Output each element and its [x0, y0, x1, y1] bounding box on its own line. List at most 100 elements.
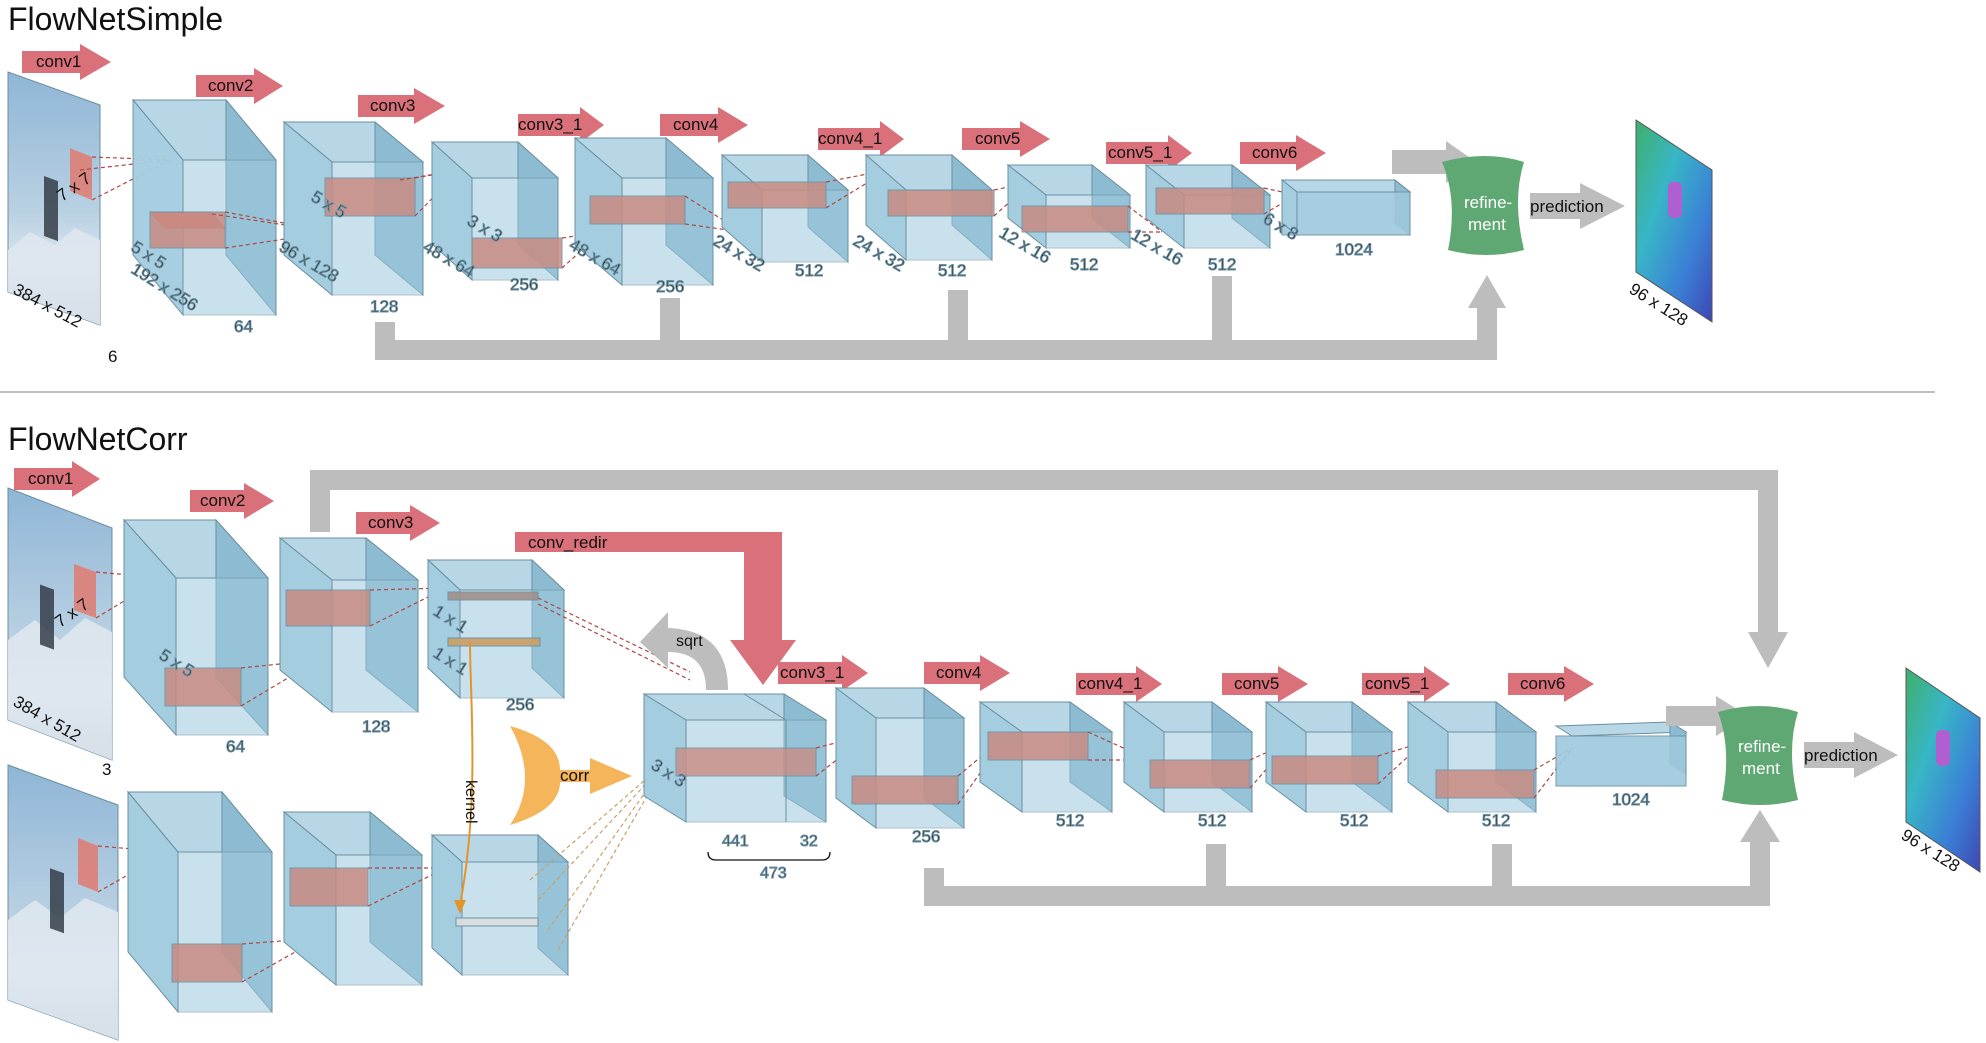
svg-text:corr: corr [560, 766, 590, 785]
corr-arrow-conv3-1: conv3_1 [778, 655, 868, 691]
svg-text:conv5: conv5 [1234, 674, 1279, 693]
svg-text:512: 512 [938, 261, 966, 280]
svg-text:ment: ment [1468, 215, 1506, 234]
corr-cube-conv3-top: 128 [278, 536, 447, 737]
simple-arrow-conv4-1: conv4_1 [818, 121, 904, 157]
svg-text:conv3_1: conv3_1 [780, 663, 844, 682]
corr-cube-conv3-bottom-2 [430, 759, 669, 977]
svg-text:conv4: conv4 [673, 115, 718, 134]
corr-arrow-conv1: conv1 [14, 461, 100, 497]
corr-arrow-conv3: conv3 [356, 505, 440, 541]
corr-stream-2 [126, 759, 669, 1014]
corr-cube-conv2-top: 5 x 5 64 [122, 518, 319, 757]
simple-arrow-conv1: conv1 [22, 44, 111, 80]
svg-text:256: 256 [506, 695, 534, 714]
corr-output-flow: 96 x 128 [1898, 667, 1981, 876]
corr-prediction-arrow: prediction [1804, 732, 1898, 778]
svg-text:conv3_1: conv3_1 [518, 115, 582, 134]
corr-tail-cubes: 256 512 [834, 687, 1688, 847]
corr-top-skip [310, 470, 1788, 668]
corr-stream-1: 5 x 5 64 128 [122, 518, 691, 757]
svg-text:conv5_1: conv5_1 [1108, 143, 1172, 162]
corr-arrow-conv2: conv2 [190, 483, 274, 519]
simple-arrow-conv5-1: conv5_1 [1106, 135, 1192, 171]
svg-text:32: 32 [800, 833, 818, 850]
simple-cube-2: 5 x 5 96 x 128 128 [276, 120, 461, 317]
svg-text:prediction: prediction [1530, 197, 1604, 216]
svg-text:prediction: prediction [1804, 746, 1878, 765]
simple-cube-6: 24 x 32 512 [850, 153, 1033, 281]
svg-text:conv3: conv3 [368, 513, 413, 532]
svg-text:conv4_1: conv4_1 [818, 129, 882, 148]
corr-sqrt-arrow: sqrt [640, 612, 728, 690]
simple-cube-9: 6 x 8 1024 [1260, 178, 1412, 260]
simple-refine-line1: refine- [1464, 193, 1512, 212]
svg-text:conv4_1: conv4_1 [1078, 674, 1142, 693]
svg-text:473: 473 [760, 865, 787, 882]
svg-text:conv3: conv3 [370, 96, 415, 115]
svg-text:1024: 1024 [1612, 790, 1650, 809]
svg-text:kernel: kernel [462, 780, 479, 824]
corr-title: FlowNetCorr [8, 421, 188, 457]
corr-refinement: refine- ment [1718, 706, 1798, 805]
corr-cube-conv5: 512 [1122, 701, 1291, 831]
simple-arrow-conv4: conv4 [660, 107, 748, 143]
svg-text:128: 128 [362, 717, 390, 736]
simple-arrow-conv2: conv2 [196, 68, 283, 104]
svg-text:256: 256 [912, 827, 940, 846]
flownet-corr: FlowNetCorr conv1 conv2 conv3 conv_redir… [7, 421, 1981, 1041]
simple-input-channels: 6 [108, 347, 117, 366]
simple-output-flow: 96 x 128 [1626, 119, 1713, 330]
simple-title: FlowNetSimple [8, 1, 223, 37]
corr-correlation-arrow: corr [510, 726, 632, 825]
corr-cube-conv2-bottom [126, 790, 321, 1014]
svg-text:conv_redir: conv_redir [528, 533, 608, 552]
corr-arrow-conv6: conv6 [1508, 666, 1594, 702]
corr-cube-merged: 3 x 3 441 32 473 [642, 693, 871, 883]
svg-text:conv1: conv1 [36, 52, 81, 71]
simple-arrow-conv3-1: conv3_1 [518, 107, 604, 143]
svg-text:441: 441 [722, 833, 749, 850]
svg-text:512: 512 [1482, 811, 1510, 830]
simple-skip-connections [375, 141, 1506, 360]
svg-text:256: 256 [510, 275, 538, 294]
svg-text:refine-: refine- [1738, 737, 1786, 756]
svg-text:conv6: conv6 [1520, 674, 1565, 693]
svg-text:conv1: conv1 [28, 469, 73, 488]
corr-cube-conv4-1: 512 [978, 701, 1151, 831]
corr-kernel-link: kernel [454, 641, 479, 914]
svg-text:ment: ment [1742, 759, 1780, 778]
corr-input-image-1: 7 x 7 384 x 512 3 [7, 487, 163, 779]
svg-text:conv5_1: conv5_1 [1365, 674, 1429, 693]
svg-text:conv6: conv6 [1252, 143, 1297, 162]
svg-text:3: 3 [102, 760, 111, 779]
corr-cube-conv5-1: 512 [1264, 701, 1425, 831]
corr-arrow-conv-redir: conv_redir [515, 532, 796, 685]
svg-text:512: 512 [1070, 255, 1098, 274]
svg-text:conv2: conv2 [200, 491, 245, 510]
simple-refinement: refine- ment [1442, 156, 1524, 255]
corr-bottom-skip [924, 696, 1780, 906]
corr-cube-conv4: 256 [834, 687, 1009, 847]
corr-cube-conv6: 512 [1406, 701, 1573, 831]
svg-text:1024: 1024 [1335, 240, 1373, 259]
simple-prediction-arrow: prediction [1530, 183, 1625, 229]
simple-arrow-conv5: conv5 [962, 121, 1050, 157]
svg-text:128: 128 [370, 297, 398, 316]
svg-text:512: 512 [1056, 811, 1084, 830]
svg-text:64: 64 [226, 737, 245, 756]
svg-text:512: 512 [1198, 811, 1226, 830]
corr-arrow-conv5: conv5 [1222, 666, 1308, 702]
corr-cube-conv3-bottom [282, 810, 447, 987]
svg-text:conv2: conv2 [208, 76, 253, 95]
svg-text:64: 64 [234, 317, 253, 336]
corr-layer-arrows: conv1 conv2 conv3 conv_redir conv3_1 con… [14, 461, 1594, 702]
svg-text:256: 256 [656, 277, 684, 296]
simple-cube-5: 24 x 32 512 [710, 153, 889, 281]
svg-text:512: 512 [1340, 811, 1368, 830]
flownet-simple: FlowNetSimple conv1 conv2 conv3 conv3_1 … [7, 1, 1713, 366]
corr-cube-final: 1024 [1554, 721, 1688, 810]
svg-text:512: 512 [1208, 255, 1236, 274]
simple-arrow-conv6: conv6 [1240, 135, 1326, 171]
